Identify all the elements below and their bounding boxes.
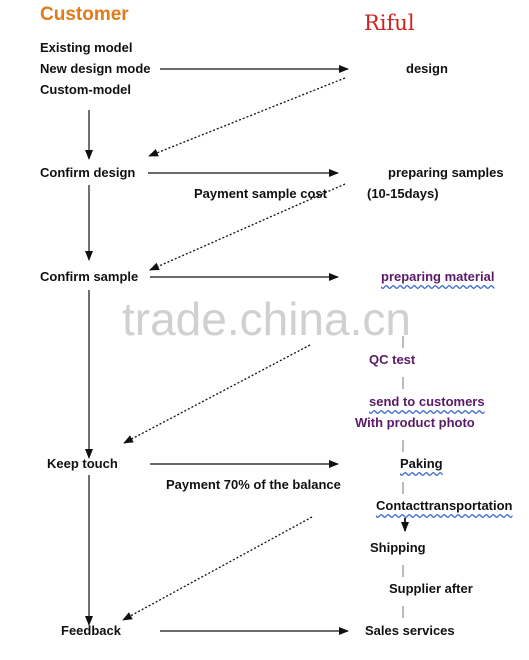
brand-title: Riful bbox=[364, 11, 415, 35]
arrow-design-back-to-confirm bbox=[148, 77, 346, 157]
design-label: design bbox=[406, 61, 448, 76]
qc-test-label: QC test bbox=[369, 352, 416, 367]
customer-title: Customer bbox=[40, 4, 129, 25]
sales-services-label: Sales services bbox=[365, 623, 455, 638]
shipping-label: Shipping bbox=[370, 540, 426, 555]
arrow-photo-back-to-keep-touch bbox=[123, 344, 311, 444]
supplier-after-label: Supplier after bbox=[389, 581, 473, 596]
new-design-mode-label: New design mode bbox=[40, 61, 151, 76]
send-to-customers-label: send to customers bbox=[369, 394, 485, 409]
with-product-photo-label: With product photo bbox=[355, 415, 475, 430]
paking-label: Paking bbox=[400, 456, 443, 471]
feedback-label: Feedback bbox=[61, 623, 121, 638]
existing-model-label: Existing model bbox=[40, 40, 133, 55]
arrow-samples-back-to-confirm bbox=[149, 183, 346, 271]
keep-touch-label: Keep touch bbox=[47, 456, 118, 471]
confirm-design-label: Confirm design bbox=[40, 165, 136, 180]
payment-balance-label: Payment 70% of the balance bbox=[166, 477, 341, 492]
preparing-material-label: preparing material bbox=[381, 269, 495, 284]
arrow-transport-back-to-feedback bbox=[122, 516, 313, 621]
custom-model-label: Custom-model bbox=[40, 82, 131, 97]
contact-transportation-label: Contacttransportation bbox=[376, 498, 513, 513]
confirm-sample-label: Confirm sample bbox=[40, 269, 139, 284]
watermark: trade.china.cn bbox=[122, 293, 411, 345]
preparing-samples-label: preparing samples bbox=[388, 165, 504, 180]
days-label: (10-15days) bbox=[367, 186, 439, 201]
payment-sample-label: Payment sample cost bbox=[194, 186, 327, 201]
